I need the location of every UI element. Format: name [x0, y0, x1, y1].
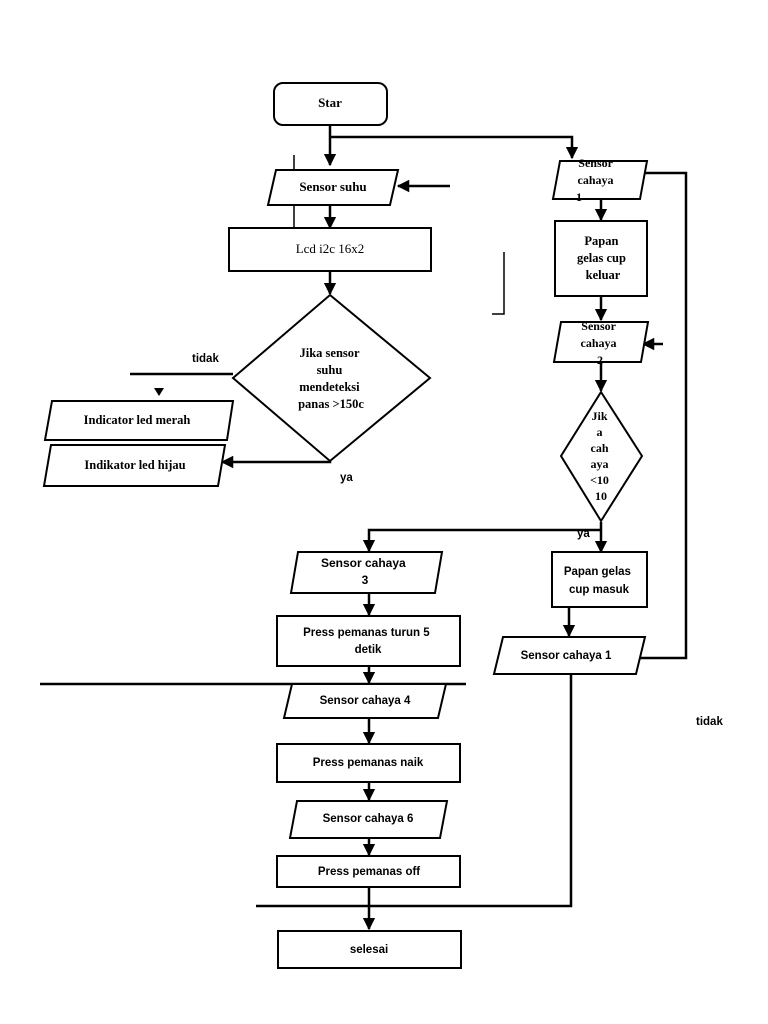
node-led-hijau: Indikator led hijau	[42, 444, 227, 487]
node-decision-suhu: Jika sensor suhu mendeteksi panas >150c	[231, 293, 432, 463]
node-press-naik: Press pemanas naik	[276, 743, 461, 783]
edge-ya-to-led-hijau	[220, 455, 332, 469]
start-label: Star	[318, 95, 342, 110]
press-off-label: Press pemanas off	[318, 866, 420, 878]
sensor-cahaya-2-label: Sensor cahaya 2	[581, 319, 620, 367]
press-naik-label: Press pemanas naik	[313, 757, 424, 769]
node-selesai: selesai	[277, 930, 462, 969]
node-sensor-suhu: Sensor suhu	[266, 169, 400, 206]
edge-stray-bracket	[492, 252, 505, 315]
sensor-cahaya-3-label: Sensor cahaya 3	[321, 556, 409, 587]
node-sensor-cahaya-3: Sensor cahaya 3	[289, 551, 444, 594]
edge-start-to-sensor-cahaya-1	[330, 135, 579, 160]
node-start: Star	[273, 82, 388, 126]
sensor-cahaya-6-label: Sensor cahaya 6	[323, 813, 414, 825]
node-sensor-cahaya-2: Sensor cahaya 2	[552, 319, 650, 367]
selesai-label: selesai	[350, 944, 388, 956]
edge-label-ya-left: ya	[340, 472, 353, 484]
sensor-suhu-label: Sensor suhu	[299, 179, 366, 194]
node-sensor-cahaya-4: Sensor cahaya 4	[282, 683, 448, 719]
lcd-label: Lcd i2c 16x2	[296, 241, 365, 256]
edge-ya-to-sensor-cahaya-3	[362, 528, 601, 553]
node-press-off: Press pemanas off	[276, 855, 461, 888]
node-sensor-cahaya-1-top: Sensor cahaya 1	[551, 156, 649, 204]
decision-cahaya-label: Jik a cah aya <10 10	[590, 409, 612, 503]
led-hijau-label: Indikator led hijau	[84, 458, 185, 472]
node-decision-cahaya: Jik a cah aya <10 10	[559, 390, 644, 523]
node-led-merah: Indicator led merah	[43, 400, 235, 441]
edge-label-tidak-right: tidak	[696, 716, 723, 728]
edge-tidak-to-end	[256, 674, 573, 908]
node-sensor-cahaya-1-bottom: Sensor cahaya 1	[492, 636, 647, 675]
led-merah-label: Indicator led merah	[84, 413, 191, 427]
edge-label-ya-right: ya	[577, 528, 590, 540]
edge-label-tidak-left: tidak	[192, 353, 219, 365]
sensor-cahaya-1-top-label: Sensor cahaya 1	[576, 156, 617, 204]
sensor-cahaya-1-bottom-label: Sensor cahaya 1	[521, 650, 612, 662]
papan-masuk-label: Papan gelas cup masuk	[564, 566, 634, 596]
node-press-turun: Press pemanas turun 5 detik	[276, 615, 461, 667]
node-papan-masuk: Papan gelas cup masuk	[551, 551, 648, 608]
press-turun-label: Press pemanas turun 5 detik	[303, 627, 433, 656]
arrowhead-tidak-left	[154, 388, 164, 396]
node-lcd: Lcd i2c 16x2	[228, 227, 432, 272]
node-papan-keluar: Papan gelas cup keluar	[554, 220, 648, 297]
node-sensor-cahaya-6: Sensor cahaya 6	[288, 800, 449, 839]
papan-keluar-label: Papan gelas cup keluar	[577, 234, 629, 282]
edge-loop-back	[637, 171, 688, 660]
sensor-cahaya-4-label: Sensor cahaya 4	[320, 695, 411, 707]
decision-suhu-label: Jika sensor suhu mendeteksi panas >150c	[298, 346, 364, 411]
